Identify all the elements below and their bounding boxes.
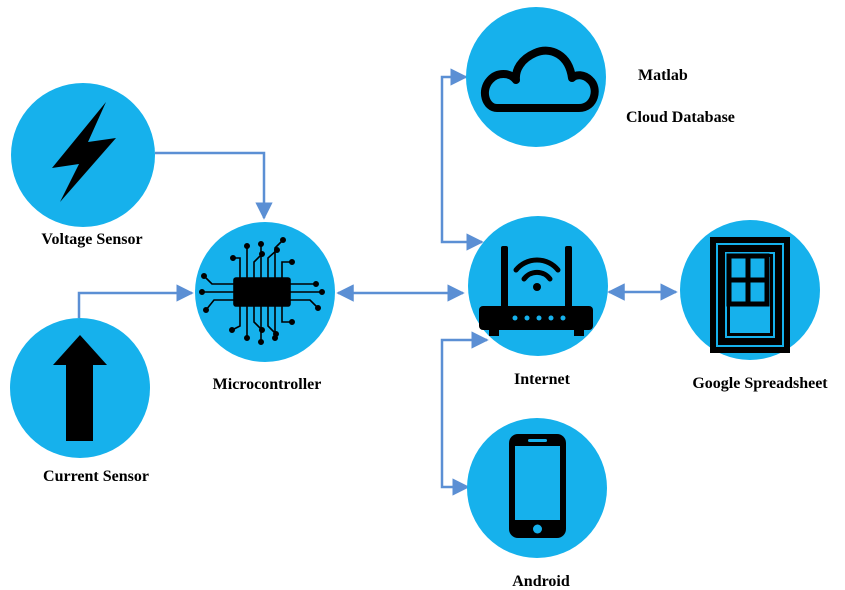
internet-label: Internet xyxy=(514,371,571,388)
up-arrow-icon xyxy=(53,335,107,441)
edge-internet-to-android xyxy=(440,331,489,496)
node-android: Android xyxy=(467,418,607,590)
node-google-spreadsheet: Google Spreadsheet xyxy=(680,220,828,392)
edge-internet-to-cloud xyxy=(440,68,484,251)
node-internet: Internet xyxy=(468,216,608,388)
edge-current-to-microcontroller xyxy=(77,284,194,318)
connectors xyxy=(77,68,678,496)
smartphone-icon xyxy=(509,434,566,538)
microcontroller-label: Microcontroller xyxy=(213,376,322,393)
node-microcontroller: Microcontroller xyxy=(195,222,335,393)
node-current-sensor: Current Sensor xyxy=(10,318,150,485)
node-voltage-sensor: Voltage Sensor xyxy=(11,83,155,248)
cloud-label-database: Cloud Database xyxy=(626,109,735,126)
node-cloud-database: Matlab Cloud Database xyxy=(466,7,735,147)
spreadsheet-icon xyxy=(710,237,790,353)
edge-voltage-to-microcontroller xyxy=(155,151,273,220)
cloud-icon xyxy=(480,46,599,112)
voltage-sensor-label: Voltage Sensor xyxy=(41,231,142,248)
current-sensor-label: Current Sensor xyxy=(43,468,149,485)
lightning-bolt-icon xyxy=(52,102,116,202)
chip-icon xyxy=(199,237,325,345)
wifi-router-icon xyxy=(479,246,593,336)
android-label: Android xyxy=(512,573,570,590)
cloud-label-matlab: Matlab xyxy=(638,67,688,84)
google-spreadsheet-label: Google Spreadsheet xyxy=(692,375,828,392)
